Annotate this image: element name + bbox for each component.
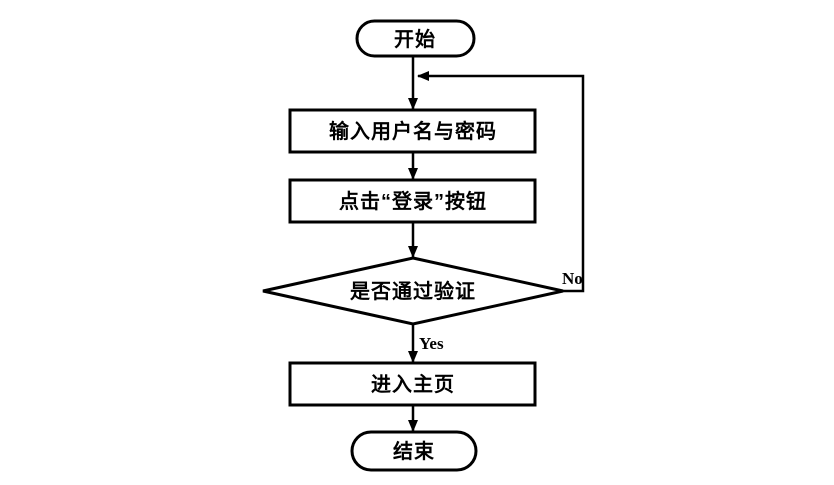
node-home-shape xyxy=(288,361,537,407)
node-input-shape xyxy=(288,108,537,154)
nodes-layer xyxy=(262,19,564,472)
node-end-shape xyxy=(350,430,478,472)
edge-label-yes: Yes xyxy=(419,334,444,353)
edge-verify-no-feedback xyxy=(417,71,585,293)
node-verify-label: 是否通过验证 xyxy=(349,279,476,303)
edge-label-no: No xyxy=(562,269,583,288)
node-start-label: 开始 xyxy=(394,27,436,51)
labels-layer: 开始 输入用户名与密码 点击“登录”按钮 是否通过验证 进入主页 结束 Yes … xyxy=(329,27,583,463)
node-verify-shape xyxy=(262,256,564,326)
node-click-shape xyxy=(288,178,537,224)
node-click-label: 点击“登录”按钮 xyxy=(339,189,487,213)
node-input-label: 输入用户名与密码 xyxy=(329,119,497,143)
node-home-label: 进入主页 xyxy=(371,372,455,396)
edges-layer xyxy=(408,56,585,432)
node-start-shape xyxy=(355,19,476,58)
node-end-label: 结束 xyxy=(393,439,435,463)
